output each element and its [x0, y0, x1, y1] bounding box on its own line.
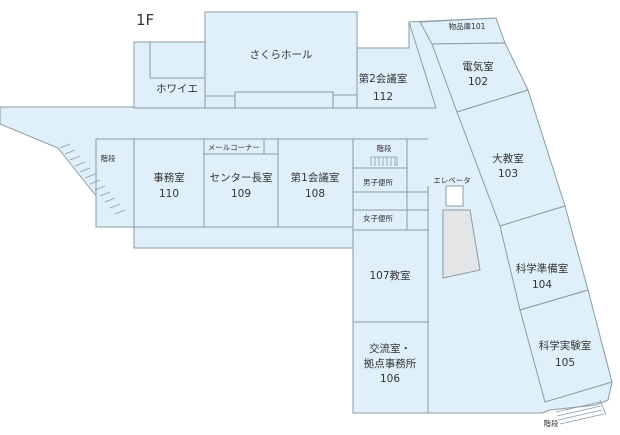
conference-room-1-number: 108 [305, 188, 325, 200]
stairs-left-label: 階段 [101, 153, 116, 163]
science-prep-number: 104 [532, 279, 552, 291]
classroom-107-label: 107教室 [369, 269, 410, 282]
hall-step [234, 91, 334, 109]
floor-label: 1F [136, 11, 154, 29]
exchange-room[interactable] [352, 321, 429, 414]
science-lab-name: 科学実験室 [539, 339, 592, 352]
director-room-name: センター長室 [210, 171, 273, 184]
stairs-center [370, 156, 398, 166]
office-room-number: 110 [159, 188, 179, 200]
electrical-room-number: 102 [468, 76, 488, 88]
mail-corner-label: メールコーナー [208, 143, 260, 152]
science-lab-room[interactable] [519, 289, 613, 403]
electrical-room-name: 電気室 [462, 60, 494, 73]
conference-room-1-name: 第1会議室 [291, 171, 340, 184]
service-block [352, 138, 408, 231]
conference-room-2-name: 第2会議室 [359, 72, 408, 85]
conference-room-1[interactable] [277, 138, 354, 228]
stairs-center-label: 階段 [377, 143, 392, 153]
stairs-bottom [555, 399, 607, 425]
exchange-room-number: 106 [380, 373, 400, 385]
mens-restroom-label: 男子便所 [363, 177, 393, 187]
hall-step [332, 94, 358, 109]
elevator-car[interactable] [445, 185, 464, 207]
sakura-hall-label: さくらホール [250, 49, 313, 61]
elevator-label: エレベータ [433, 176, 471, 185]
classroom-107[interactable] [352, 229, 429, 323]
storage-room-label: 物品庫101 [449, 21, 486, 31]
office-room-name: 事務室 [153, 171, 185, 184]
exchange-room-name-line2: 拠点事務所 [364, 357, 417, 370]
foyer-label: ホワイエ [156, 83, 198, 95]
foyer-room[interactable] [133, 41, 206, 109]
womens-restroom-label: 女子便所 [363, 213, 393, 223]
main-classroom-name: 大教室 [492, 152, 524, 165]
exchange-room-name-line1: 交流室・ [369, 342, 411, 355]
stairs-bottom-label: 階段 [544, 418, 559, 428]
main-classroom-number: 103 [498, 168, 518, 180]
elevator-shaft [442, 209, 481, 279]
science-prep-name: 科学準備室 [516, 262, 569, 275]
stairs-left [59, 143, 126, 215]
conference-room-2-number: 112 [373, 91, 393, 103]
science-lab-number: 105 [555, 357, 575, 369]
director-room[interactable] [203, 153, 279, 228]
hall-step [204, 95, 236, 109]
director-room-number: 109 [231, 188, 251, 200]
office-room[interactable] [133, 138, 205, 228]
